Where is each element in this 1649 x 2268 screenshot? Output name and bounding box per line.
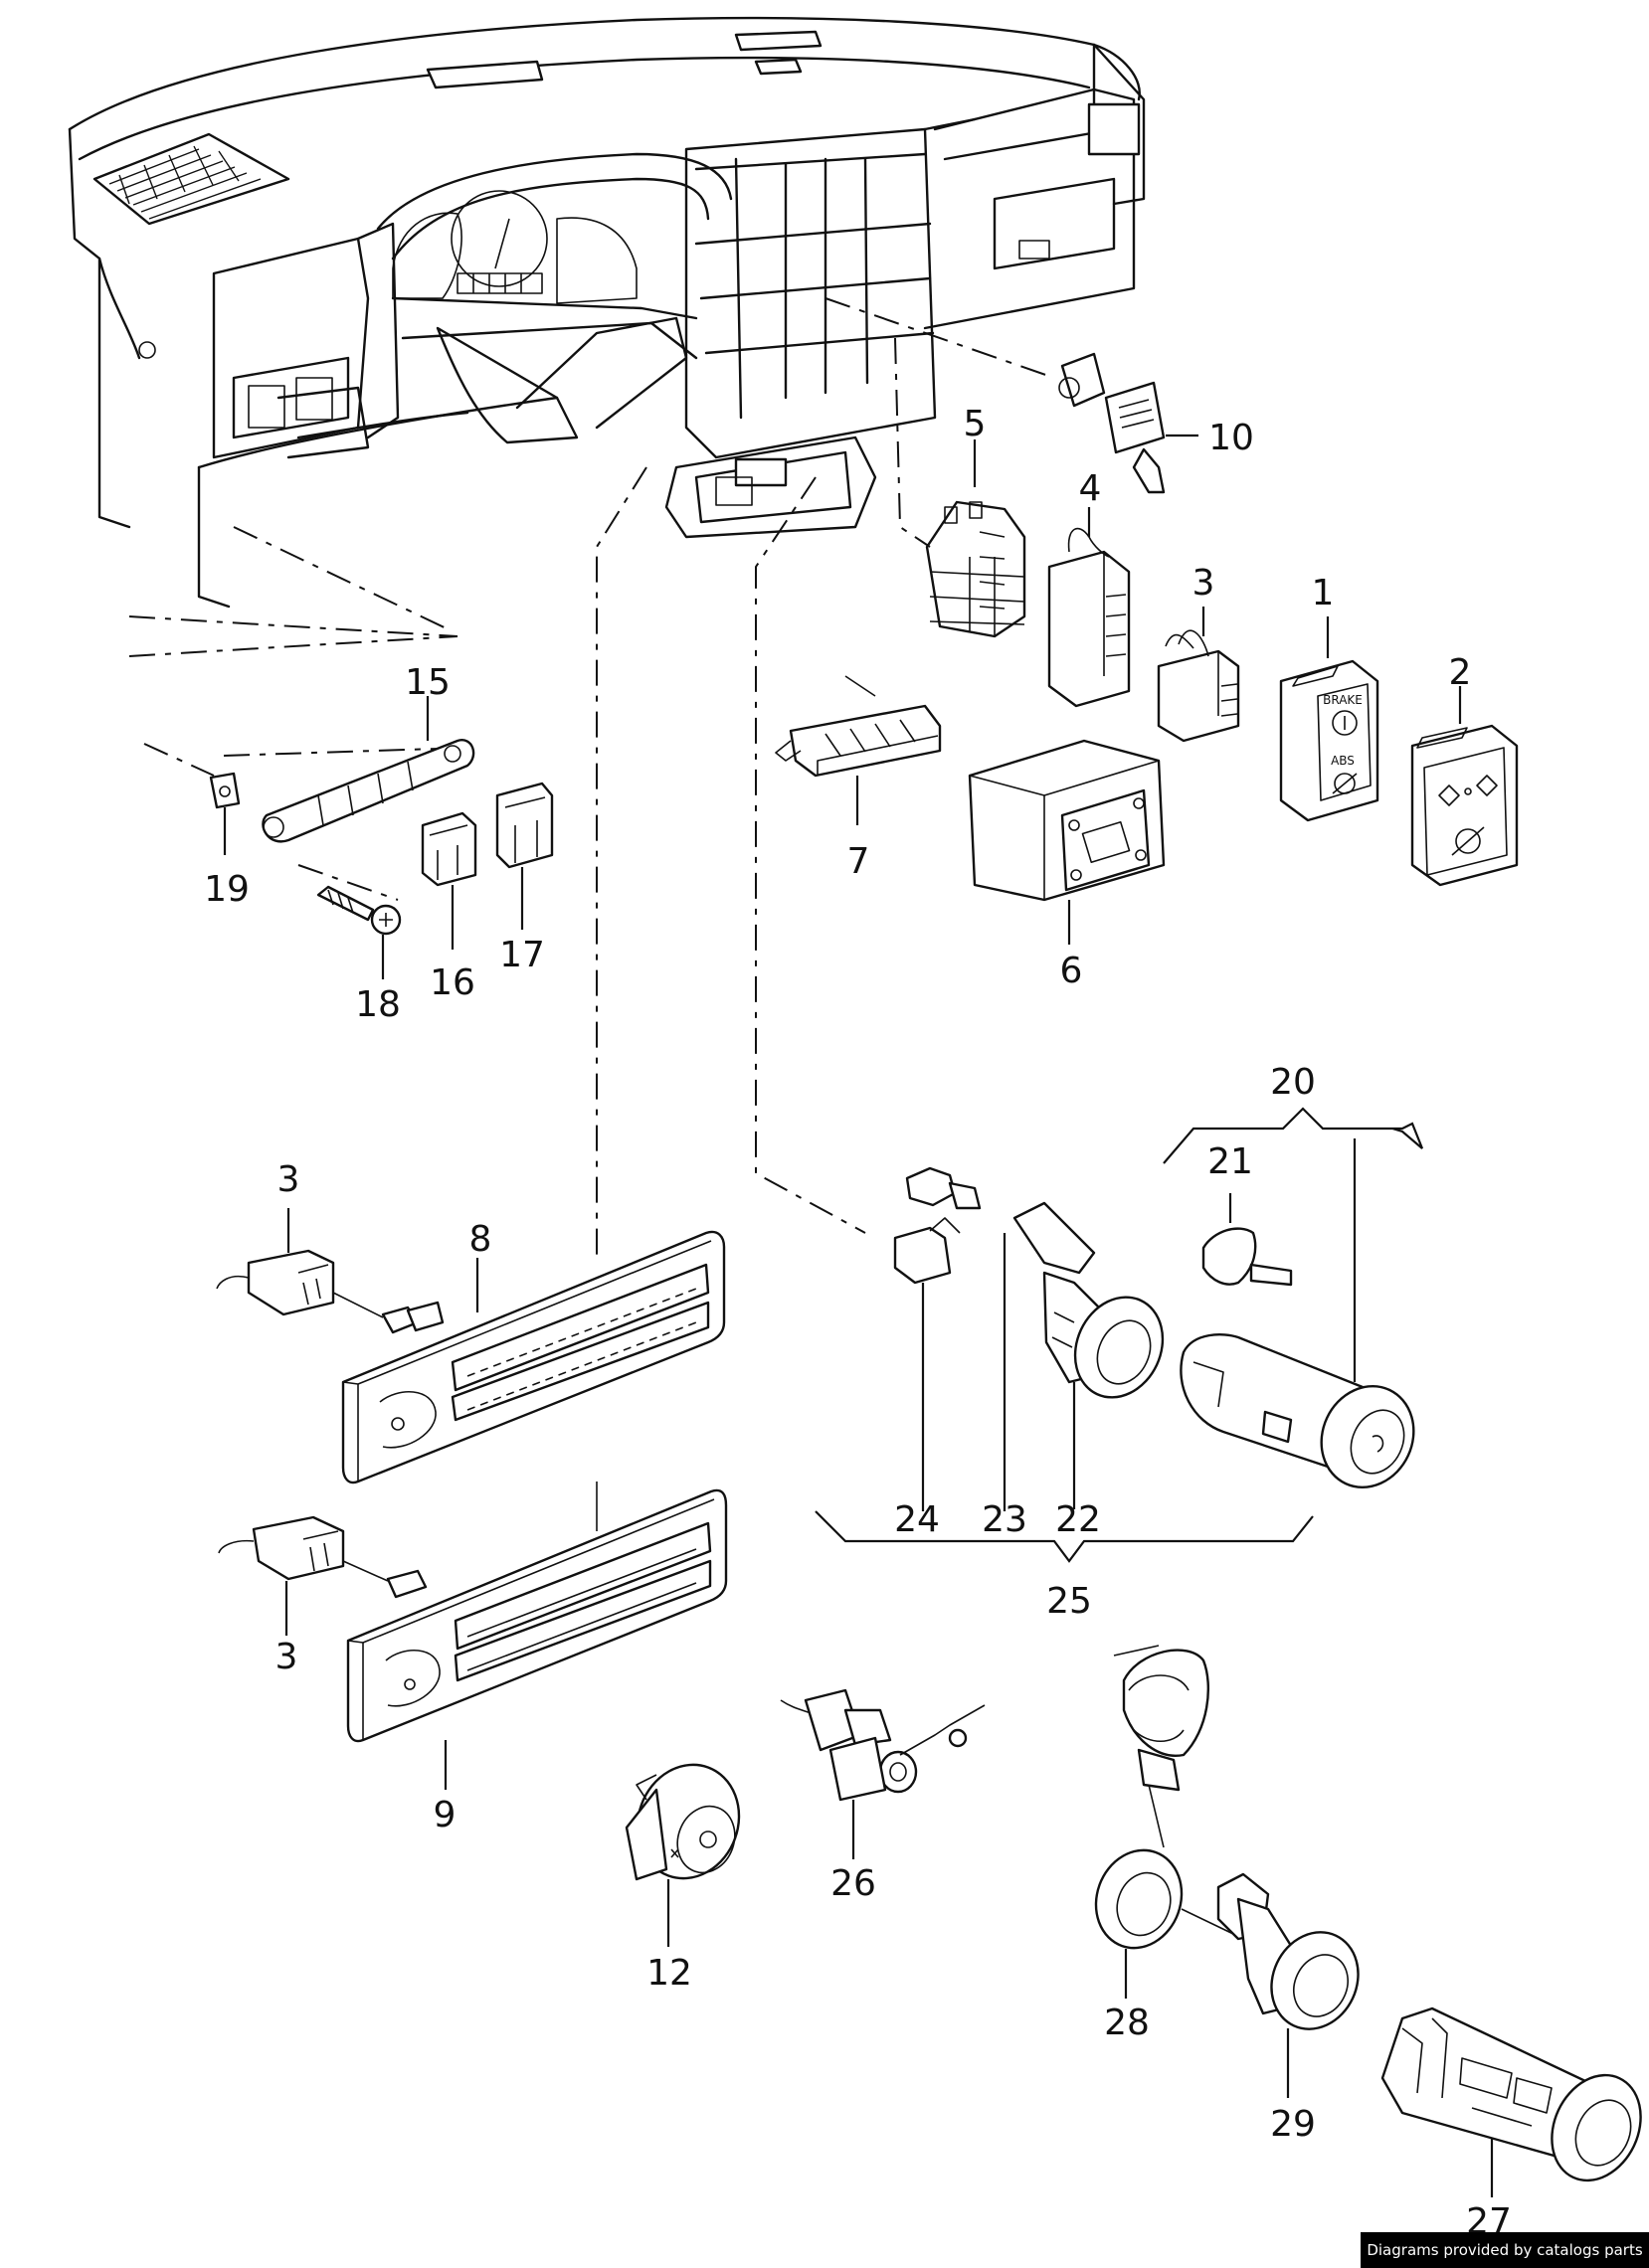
callout-7: 7	[847, 841, 870, 882]
part-9-control-panel	[218, 1488, 728, 1790]
callout-6: 6	[1060, 951, 1083, 991]
callout-18: 18	[355, 984, 401, 1025]
part-27-29-socket-assembly	[1094, 1645, 1642, 2197]
guide-line-center	[596, 466, 647, 1263]
callout-12: 12	[646, 1953, 692, 1994]
callout-15: 15	[405, 662, 451, 703]
part-4-relay	[1047, 507, 1131, 708]
callout-25: 25	[1046, 1581, 1092, 1622]
callout-24: 24	[894, 1499, 940, 1540]
part-2-rocker-switch	[1410, 686, 1519, 887]
part-6-relay-box	[968, 739, 1166, 945]
part-12-rotary-switch	[625, 1763, 741, 1947]
callout-8: 8	[469, 1219, 492, 1260]
callout-26: 26	[830, 1863, 876, 1904]
part-15-19-bracket-assembly	[143, 696, 554, 979]
callout-labels: 1 2 3 4 5 6 7 8 9 10 12 15 16 17 18 19 2…	[204, 404, 1512, 2242]
callout-19: 19	[204, 869, 250, 910]
callout-2: 2	[1449, 652, 1472, 693]
part-3-small-relay-top	[1157, 607, 1240, 743]
part-8-control-panel	[216, 1208, 726, 1484]
callout-9: 9	[434, 1795, 457, 1835]
part-1-brake-abs-warning: BRAKE ABS	[1279, 616, 1379, 822]
callout-23: 23	[982, 1499, 1027, 1540]
part-10-connector	[824, 297, 1198, 494]
brake-label: BRAKE	[1323, 693, 1363, 707]
part-20-25-lighter-assembly	[815, 1107, 1424, 1563]
callout-17: 17	[499, 935, 545, 975]
callout-5: 5	[964, 404, 987, 444]
callout-21: 21	[1207, 1141, 1253, 1182]
callout-4: 4	[1079, 468, 1102, 509]
guide-line-right	[755, 476, 866, 1234]
callout-29: 29	[1270, 2104, 1316, 2145]
callout-1: 1	[1312, 573, 1335, 613]
callout-16: 16	[430, 962, 475, 1003]
callout-28: 28	[1104, 2003, 1150, 2043]
vent-hatching	[108, 145, 262, 220]
watermark-banner: Diagrams provided by catalogs parts	[1361, 2232, 1649, 2268]
part-7-flat-connector	[775, 675, 942, 825]
callout-20: 20	[1270, 1062, 1316, 1103]
part-5-switch-block	[894, 337, 1026, 638]
abs-label: ABS	[1331, 754, 1355, 768]
callout-22: 22	[1055, 1499, 1101, 1540]
callout-3: 3	[1192, 563, 1215, 604]
part-26-lamp-holder	[780, 1688, 986, 1859]
callout-3-upper-connector: 3	[277, 1159, 300, 1200]
callout-3-lower-connector: 3	[275, 1637, 298, 1677]
dashboard-illustration	[68, 16, 1146, 657]
callout-10: 10	[1208, 418, 1254, 458]
